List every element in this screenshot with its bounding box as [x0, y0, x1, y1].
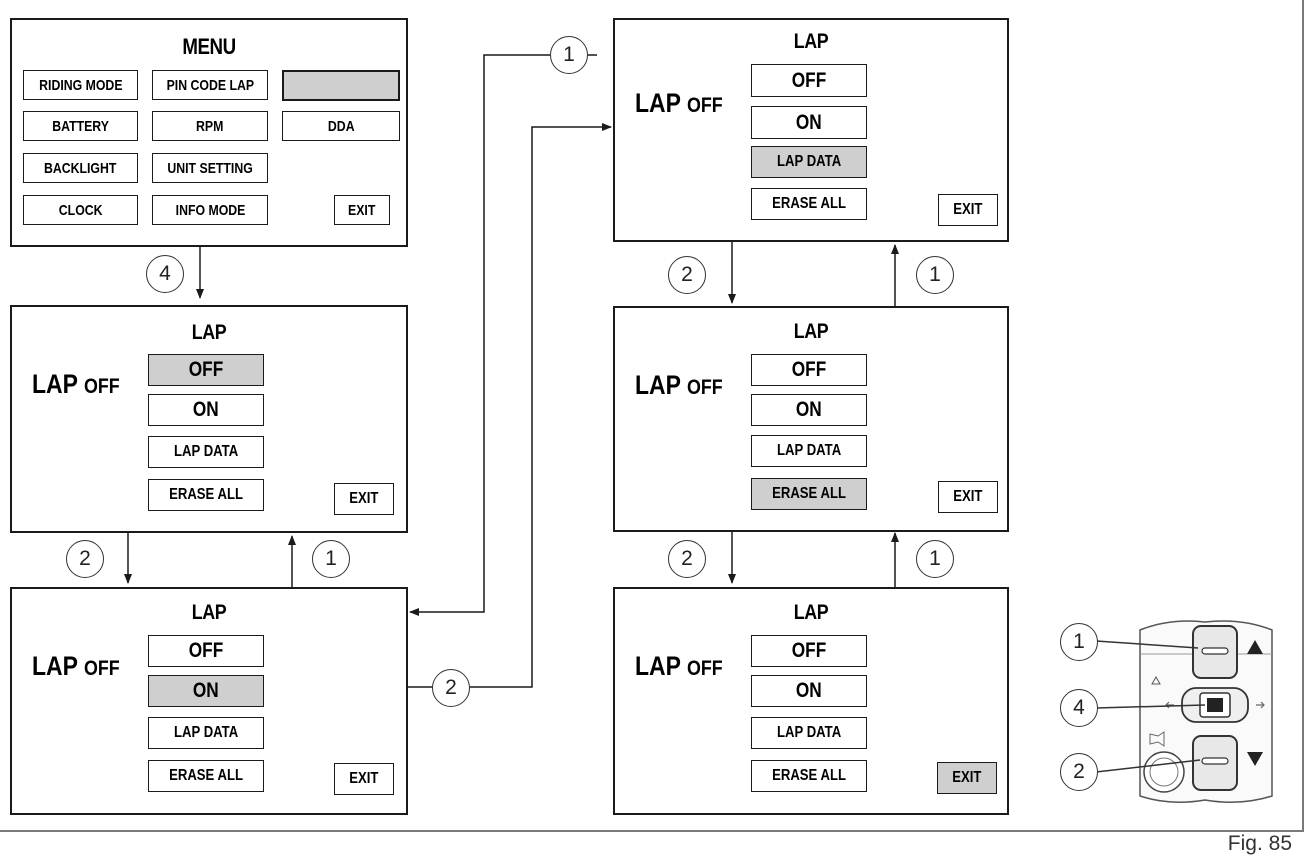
lap-option-erase-all[interactable]: ERASE ALL [751, 760, 867, 792]
down-triangle-icon [1247, 752, 1263, 766]
lap-screen-off-selected: LAP LAP OFF OFF ON LAP DATA ERASE ALL EX… [10, 305, 408, 533]
lap-exit-button[interactable]: EXIT [334, 483, 394, 515]
step-circle-4: 4 [146, 255, 184, 293]
lap-option-on[interactable]: ON [148, 675, 264, 707]
step-circle-2: 2 [66, 540, 104, 578]
figure-label: Fig. 85 [1227, 832, 1292, 855]
menu-item-lap-selected[interactable] [282, 70, 400, 101]
lap-option-off[interactable]: OFF [751, 64, 867, 97]
lap-option-on[interactable]: ON [751, 675, 867, 707]
figure-frame [0, 0, 1304, 832]
enter-button-center [1207, 698, 1223, 712]
menu-item-rpm[interactable]: RPM [152, 111, 268, 141]
lap-exit-button[interactable]: EXIT [938, 194, 998, 226]
lap-status: LAP OFF [635, 88, 724, 118]
lap-option-off[interactable]: OFF [751, 354, 867, 386]
lap-option-on[interactable]: ON [148, 394, 264, 426]
menu-item-backlight[interactable]: BACKLIGHT [23, 153, 138, 183]
menu-item-clock[interactable]: CLOCK [23, 195, 138, 225]
lap-option-on[interactable]: ON [751, 394, 867, 426]
step-circle-1: 1 [312, 540, 350, 578]
menu-item-dda[interactable]: DDA [282, 111, 400, 141]
lap-option-lap-data[interactable]: LAP DATA [751, 146, 867, 178]
lap-option-erase-all[interactable]: ERASE ALL [751, 188, 867, 220]
lap-status: LAP OFF [32, 651, 121, 681]
lap-option-lap-data[interactable]: LAP DATA [148, 717, 264, 749]
lap-option-on[interactable]: ON [751, 106, 867, 139]
lap-option-lap-data[interactable]: LAP DATA [148, 436, 264, 468]
callout-line-enter [1095, 704, 1206, 709]
menu-item-info-mode[interactable]: INFO MODE [152, 195, 268, 225]
lap-exit-button[interactable]: EXIT [334, 763, 394, 795]
step-circle-1: 1 [916, 256, 954, 294]
lap-option-erase-all[interactable]: ERASE ALL [148, 760, 264, 792]
callout-line-up [1095, 640, 1199, 649]
lap-option-erase-all[interactable]: ERASE ALL [148, 479, 264, 511]
lap-option-off[interactable]: OFF [751, 635, 867, 667]
down-button-slot [1201, 757, 1229, 765]
step-circle-2: 2 [668, 256, 706, 294]
right-arrow-icon [1256, 701, 1265, 709]
step-circle-1: 1 [916, 540, 954, 578]
callout-circle-up: 1 [1060, 623, 1098, 661]
menu-exit-button[interactable]: EXIT [334, 195, 390, 225]
lap-option-lap-data[interactable]: LAP DATA [751, 435, 867, 467]
menu-item-pin-code-lap[interactable]: PIN CODE LAP [152, 70, 268, 100]
callout-line-down [1095, 759, 1201, 773]
up-triangle-icon [1247, 640, 1263, 654]
lap-screen-on-selected: LAP LAP OFF OFF ON LAP DATA ERASE ALL EX… [10, 587, 408, 815]
lap-status: LAP OFF [635, 370, 724, 400]
menu-title: MENU [182, 34, 236, 59]
up-button-slot [1201, 647, 1229, 655]
callout-circle-down: 2 [1060, 753, 1098, 791]
menu-item-riding-mode[interactable]: RIDING MODE [23, 70, 138, 100]
small-triangle-icon [1151, 675, 1161, 685]
lap-status: LAP OFF [32, 369, 121, 399]
handlebar-switch [1139, 620, 1273, 803]
step-circle-1: 1 [550, 36, 588, 74]
horn-icon [1149, 731, 1165, 747]
menu-screen: MENU RIDING MODE PIN CODE LAP BATTERY RP… [10, 18, 408, 247]
lap-title: LAP [191, 601, 227, 624]
lap-status: LAP OFF [635, 651, 724, 681]
menu-item-battery[interactable]: BATTERY [23, 111, 138, 141]
menu-item-unit-setting[interactable]: UNIT SETTING [152, 153, 268, 183]
step-circle-2: 2 [432, 669, 470, 707]
lap-title: LAP [191, 321, 227, 344]
lap-option-off[interactable]: OFF [148, 635, 264, 667]
lap-title: LAP [793, 30, 829, 53]
lap-screen-exit-selected: LAP LAP OFF OFF ON LAP DATA ERASE ALL EX… [613, 587, 1009, 815]
callout-circle-enter: 4 [1060, 689, 1098, 727]
lap-exit-button[interactable]: EXIT [938, 481, 998, 513]
arrow-lapdata-to-on [409, 54, 597, 616]
lap-exit-button[interactable]: EXIT [937, 762, 997, 794]
lap-title: LAP [793, 601, 829, 624]
left-arrow-icon [1165, 701, 1174, 709]
lap-option-lap-data[interactable]: LAP DATA [751, 717, 867, 749]
step-circle-2: 2 [668, 540, 706, 578]
lap-screen-erase-all-selected: LAP LAP OFF OFF ON LAP DATA ERASE ALL EX… [613, 306, 1009, 532]
lap-option-off[interactable]: OFF [148, 354, 264, 386]
lap-title: LAP [793, 320, 829, 343]
lap-option-erase-all[interactable]: ERASE ALL [751, 478, 867, 510]
lap-screen-lap-data-selected: LAP LAP OFF OFF ON LAP DATA ERASE ALL EX… [613, 18, 1009, 242]
